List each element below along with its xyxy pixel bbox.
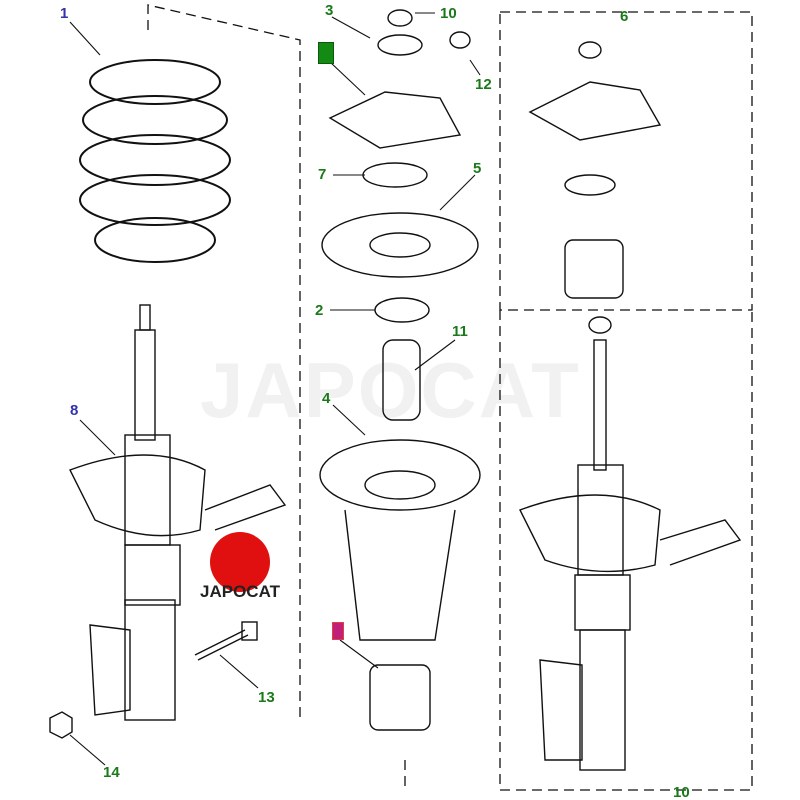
strut-left [69,304,287,721]
callout-8[interactable]: 8 [70,402,79,419]
callout-5[interactable]: 5 [473,160,482,177]
logo-text: JAPOCAT [200,582,280,601]
callout-4[interactable]: 4 [322,390,331,407]
bolt-13 [194,621,258,661]
callout-12[interactable]: 12 [475,76,492,93]
callout-11[interactable]: 11 [452,323,468,340]
note-marker-green [318,42,334,64]
coil-spring [79,59,231,263]
callout-13[interactable]: 13 [258,689,275,706]
callout-3[interactable]: 3 [325,2,334,19]
japocat-logo [210,532,270,592]
callout-10-assembly[interactable]: 10 [673,784,690,800]
nut-14 [49,711,73,739]
center-stack [319,9,481,731]
callout-1[interactable]: 1 [60,5,69,22]
callout-2[interactable]: 2 [315,302,324,319]
strut-right [519,41,742,771]
callout-14[interactable]: 14 [103,764,120,781]
callout-7[interactable]: 7 [318,166,327,183]
group-outline [147,4,753,791]
note-marker-red [332,622,344,640]
callout-10[interactable]: 10 [440,5,457,22]
callout-6[interactable]: 6 [620,8,629,25]
leader-lines [69,12,481,766]
